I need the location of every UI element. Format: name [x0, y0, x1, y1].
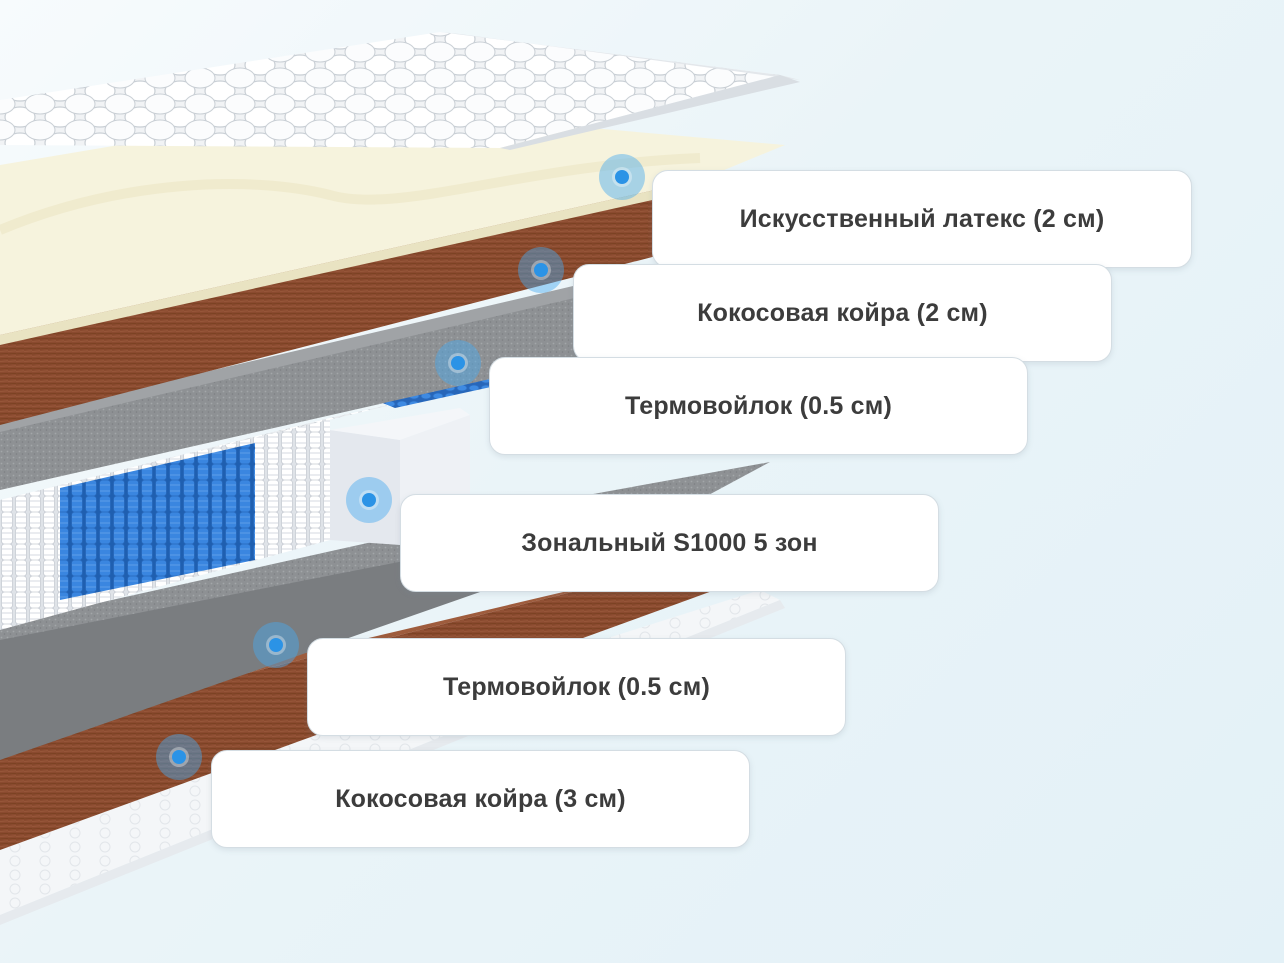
layer-label-springs: Зональный S1000 5 зон [400, 494, 939, 592]
hotspot-dot [269, 638, 283, 652]
layer-label-felt-bottom: Термовойлок (0.5 см) [307, 638, 846, 736]
hotspot-marker-felt-bottom[interactable] [253, 622, 299, 668]
hotspot-dot [451, 356, 465, 370]
latex-layer [0, 118, 785, 345]
hotspot-marker-coir-top[interactable] [518, 247, 564, 293]
layer-label-latex: Искусственный латекс (2 см) [652, 170, 1192, 268]
layer-label-felt-bottom-text: Термовойлок (0.5 см) [442, 672, 710, 701]
hotspot-dot [534, 263, 548, 277]
upper-felt-layer [0, 275, 640, 490]
hotspot-marker-springs[interactable] [346, 477, 392, 523]
layer-label-springs-text: Зональный S1000 5 зон [521, 528, 818, 557]
layer-label-coir-bottom: Кокосовая койра (3 см) [211, 750, 750, 848]
hotspot-dot [362, 493, 376, 507]
hotspot-marker-coir-bottom[interactable] [156, 734, 202, 780]
layer-label-latex-text: Искусственный латекс (2 см) [739, 204, 1105, 233]
layer-label-coir-top-text: Кокосовая койра (2 см) [697, 298, 988, 327]
hotspot-dot [172, 750, 186, 764]
top-cover-layer [0, 32, 800, 150]
hotspot-marker-felt-top[interactable] [435, 340, 481, 386]
upper-coir-layer [0, 176, 720, 425]
hotspot-marker-latex[interactable] [599, 154, 645, 200]
layer-label-coir-bottom-text: Кокосовая койра (3 см) [335, 784, 626, 813]
layer-label-coir-top: Кокосовая койра (2 см) [573, 264, 1112, 362]
layer-label-felt-top: Термовойлок (0.5 см) [489, 357, 1028, 455]
layer-label-felt-top-text: Термовойлок (0.5 см) [624, 391, 892, 420]
hotspot-dot [615, 170, 629, 184]
